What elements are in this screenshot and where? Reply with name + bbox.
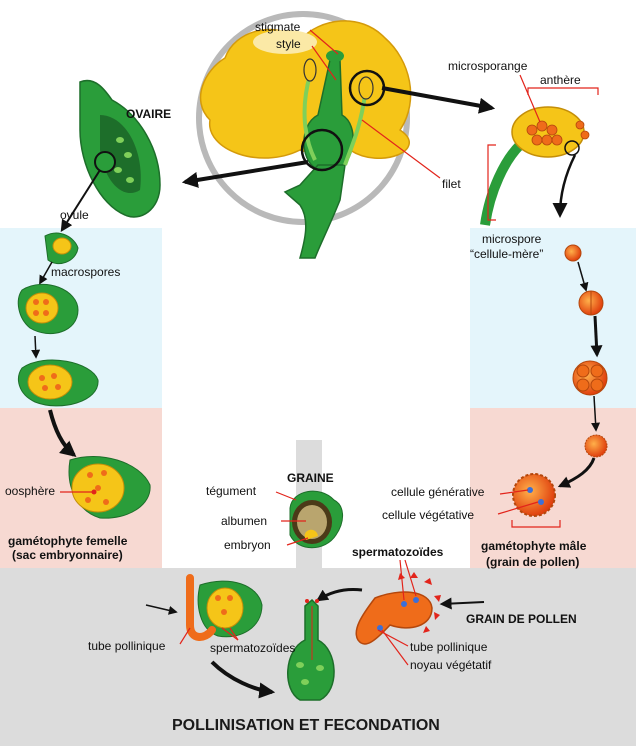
tegument-pointer — [275, 491, 297, 501]
label-microsporange: microsporange — [448, 59, 528, 73]
ovule-stage-2 — [17, 283, 79, 335]
embryon-pointer — [286, 537, 309, 546]
flower-anther-left — [303, 58, 317, 82]
diagram-title: POLLINISATION ET FECONDATION — [172, 717, 440, 734]
arrow-into-ovule — [145, 604, 178, 615]
arrow-stage3-to-stage4 — [48, 409, 77, 458]
microspore-1 — [564, 244, 582, 262]
gametophyte-male-bracket — [511, 520, 561, 528]
arrow-to-ovary — [181, 160, 309, 188]
arrow-pollen-to-tube — [439, 597, 485, 610]
anthere-bracket — [527, 87, 599, 95]
microspore-2 — [578, 290, 604, 316]
label-stigmate: stigmate — [255, 20, 301, 34]
ovary-to-ovule-arrow — [60, 169, 101, 233]
label-gametophyte-femelle-2: (sac embryonnaire) — [12, 548, 123, 562]
microsporange-pointer — [519, 74, 541, 123]
label-tube-pollinique-left: tube pollinique — [88, 639, 166, 653]
ovary-highlight-circle — [300, 128, 344, 172]
flower-stem — [283, 164, 346, 259]
filet-bracket — [487, 144, 496, 221]
label-style: style — [276, 37, 301, 51]
label-embryon: embryon — [224, 538, 271, 552]
tube-pollinique-pointer-r — [377, 629, 409, 647]
label-ovaire: OVAIRE — [126, 107, 171, 121]
stigmate-pointer — [309, 29, 339, 55]
arrow-to-anther — [381, 86, 496, 114]
microsporange-detail — [526, 120, 590, 146]
microspore-4 — [584, 434, 608, 458]
label-anthere: anthère — [540, 73, 581, 87]
label-tube-pollinique-right: tube pollinique — [410, 640, 488, 654]
flower-anther-right — [358, 76, 374, 100]
ovule-stage-4 — [68, 456, 151, 519]
label-filet: filet — [442, 177, 461, 191]
spermatozoides-pointer-c — [221, 627, 239, 641]
right-blue-panel — [470, 228, 636, 408]
ovary-ovules — [114, 137, 134, 183]
spermatozoides-pointer-a — [399, 559, 405, 601]
spermatozoides-pointer-d — [229, 627, 239, 641]
pollen-nucleus-1 — [401, 601, 407, 607]
fertilized-ovule-sac — [206, 587, 244, 629]
fertilized-ovule-cells — [215, 595, 233, 615]
arrow-micro2-micro3 — [590, 315, 603, 358]
label-cellule-vegetative: cellule végétative — [382, 508, 474, 522]
label-gametophyte-male-2: (grain de pollen) — [486, 555, 579, 569]
arrow-tube-to-pistil — [316, 588, 363, 602]
pistil-stigma-dot-2 — [315, 599, 319, 603]
cellule-generative-pointer — [499, 489, 529, 495]
petal-highlight — [253, 30, 317, 54]
arrow-stage2-to-stage3 — [31, 335, 41, 359]
label-microspore-2: “cellule-mère” — [470, 247, 543, 261]
arrow-ovule-to-macrospores — [39, 261, 53, 285]
germinating-pollen — [355, 591, 433, 645]
filet-pointer — [361, 119, 441, 179]
pollen-tube-bottom — [186, 574, 216, 641]
anther-filament — [480, 141, 524, 226]
label-cellule-generative: cellule générative — [391, 485, 485, 499]
label-albumen: albumen — [221, 514, 267, 528]
pistil-stigma-dot-1 — [305, 599, 309, 603]
label-gametophyte-male-1: gamétophyte mâle — [481, 539, 587, 553]
arrow-anther-to-microspore — [552, 154, 577, 218]
arrow-micro4-pollen — [557, 457, 596, 488]
arrow-micro1-micro2 — [577, 261, 589, 292]
label-oosphere: oosphère — [5, 484, 55, 498]
pollen-nucleus-2 — [413, 597, 419, 603]
label-ovule: ovule — [60, 208, 89, 222]
style-pointer — [311, 45, 337, 81]
label-microspore-1: microspore — [482, 232, 542, 246]
ovary-inner — [100, 115, 141, 194]
noyau-vegetatif-pointer — [381, 629, 409, 666]
ovule-stage-3 — [18, 359, 99, 407]
ovule-stage-1 — [44, 232, 79, 264]
anther-detail-circle — [564, 140, 580, 156]
label-macrospores: macrospores — [51, 265, 120, 279]
label-noyau-vegetatif: noyau végétatif — [410, 658, 492, 672]
pollen-nucleus-3 — [377, 625, 383, 631]
label-tegument: tégument — [206, 484, 257, 498]
stigma-shape — [326, 50, 344, 62]
arrow-ovule-to-pistil — [210, 660, 276, 699]
microspore-3 — [572, 360, 608, 396]
flower-filament-left — [302, 74, 317, 161]
bottom-pistil-ovules — [296, 662, 324, 685]
arrow-micro3-micro4 — [591, 395, 601, 432]
label-graine: GRAINE — [287, 471, 334, 485]
seed — [289, 490, 343, 549]
label-spermatozoides-top: spermatozoïdes — [352, 545, 444, 559]
label-gametophyte-femelle-1: gamétophyte femelle — [8, 534, 128, 548]
tube-pollinique-pointer-l — [179, 627, 191, 645]
spermatozoides-pointer-b — [404, 559, 417, 597]
pollen-grain-male — [512, 473, 556, 517]
label-spermatozoides-bottom: spermatozoïdes — [210, 641, 295, 655]
cellule-vegetative-pointer — [497, 501, 539, 515]
label-grain-de-pollen: GRAIN DE POLLEN — [466, 612, 577, 626]
ovary-highlight-circle-small — [94, 151, 116, 173]
bottom-pistil — [287, 598, 335, 701]
